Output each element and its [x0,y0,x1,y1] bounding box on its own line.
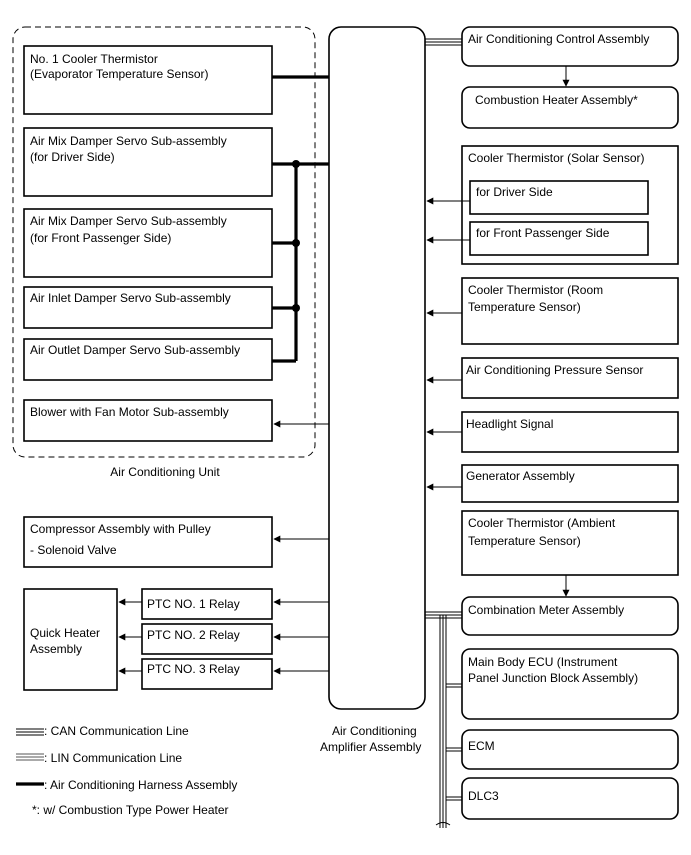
quick-heater-box: Quick Heater Assembly [23,588,118,691]
legend-can-swatch [16,728,44,736]
svg-text:ECM: ECM [468,739,495,753]
pressure-sensor-box: Air Conditioning Pressure Sensor [461,357,679,399]
legend-note: *: w/ Combustion Type Power Heater [32,803,229,817]
svg-text:Cooler Thermistor (Solar Senso: Cooler Thermistor (Solar Sensor) [468,151,645,165]
ac-control-box: Air Conditioning Control Assembly [461,26,679,67]
dlc3-box: DLC3 [461,777,679,820]
svg-text:(for Front Passenger Side): (for Front Passenger Side) [30,231,171,245]
legend-harness-label: : Air Conditioning Harness Assembly [44,778,237,792]
blower-box: Blower with Fan Motor Sub-assembly [23,399,273,442]
svg-text:Temperature Sensor): Temperature Sensor) [468,300,581,314]
headlight-box: Headlight Signal [461,411,679,453]
svg-text:Cooler Thermistor (Room: Cooler Thermistor (Room [468,283,603,297]
svg-text:Cooler Thermistor (Ambient: Cooler Thermistor (Ambient [468,516,616,530]
svg-text:Main Body ECU (Instrument: Main Body ECU (Instrument [468,655,618,669]
generator-box: Generator Assembly [461,464,679,503]
svg-text:PTC NO. 1 Relay: PTC NO. 1 Relay [147,597,240,611]
can-bus [425,611,462,828]
svg-text:Combination Meter Assembly: Combination Meter Assembly [468,603,624,617]
compressor-box: Compressor Assembly with Pulley - Soleno… [23,516,273,568]
no1-cooler-thermistor-box: No. 1 Cooler Thermistor (Evaporator Temp… [23,45,273,115]
svg-text:DLC3: DLC3 [468,789,499,803]
amplifier-box [328,26,426,710]
svg-text:(Evaporator Temperature Sensor: (Evaporator Temperature Sensor) [30,67,209,81]
svg-text:PTC NO. 3 Relay: PTC NO. 3 Relay [147,662,240,676]
legend-can-label: : CAN Communication Line [44,724,189,738]
svg-text:No. 1 Cooler Thermistor: No. 1 Cooler Thermistor [30,52,158,66]
ptc-relay-3-box: PTC NO. 3 Relay [141,658,273,690]
right-arrows [426,197,470,491]
svg-text:Blower with Fan Motor Sub-asse: Blower with Fan Motor Sub-assembly [30,405,229,419]
svg-text:Quick Heater: Quick Heater [30,626,100,640]
svg-text:Air Conditioning Pressure Sens: Air Conditioning Pressure Sensor [466,363,643,377]
legend-lin-swatch [16,753,44,761]
combination-meter-box: Combination Meter Assembly [461,596,679,636]
air-conditioning-unit-group [12,26,316,458]
svg-text:Air Outlet Damper Servo Sub-as: Air Outlet Damper Servo Sub-assembly [30,343,240,357]
svg-text:for Driver Side: for Driver Side [476,185,553,199]
air-inlet-damper-box: Air Inlet Damper Servo Sub-assembly [23,286,273,329]
svg-text:- Solenoid Valve: - Solenoid Valve [30,543,117,557]
harness-lines [272,75,329,363]
svg-text:PTC NO. 2 Relay: PTC NO. 2 Relay [147,628,240,642]
svg-text:Panel Junction Block Assembly): Panel Junction Block Assembly) [468,671,638,685]
solar-driver-box: for Driver Side [469,180,649,215]
lin-line [425,38,462,46]
svg-text:Headlight Signal: Headlight Signal [466,417,553,431]
svg-text:Assembly: Assembly [30,642,82,656]
air-mix-driver-box: Air Mix Damper Servo Sub-assembly (for D… [23,127,273,197]
legend: : CAN Communication Line : LIN Communica… [16,724,237,817]
combustion-heater-box: Combustion Heater Assembly* [461,86,679,129]
svg-text:Air Inlet Damper Servo Sub-ass: Air Inlet Damper Servo Sub-assembly [30,291,231,305]
svg-text:Combustion Heater Assembly*: Combustion Heater Assembly* [475,93,638,107]
amplifier-label-line1: Air Conditioning [332,724,417,738]
air-mix-passenger-box: Air Mix Damper Servo Sub-assembly (for F… [23,208,273,278]
room-temp-box: Cooler Thermistor (Room Temperature Sens… [461,277,679,345]
svg-text:Temperature Sensor): Temperature Sensor) [468,534,581,548]
svg-text:for Front Passenger Side: for Front Passenger Side [476,226,610,240]
main-body-ecu-box: Main Body ECU (Instrument Panel Junction… [461,648,679,720]
air-outlet-damper-box: Air Outlet Damper Servo Sub-assembly [23,338,273,381]
solar-passenger-box: for Front Passenger Side [469,221,649,256]
svg-text:Air Conditioning Control Assem: Air Conditioning Control Assembly [468,32,649,46]
svg-text:Air Mix Damper Servo Sub-assem: Air Mix Damper Servo Sub-assembly [30,134,227,148]
air-conditioning-unit-label: Air Conditioning Unit [110,465,220,479]
svg-text:(for Driver Side): (for Driver Side) [30,150,115,164]
amplifier-label-line2: Amplifier Assembly [320,740,421,754]
svg-text:Compressor Assembly with Pulle: Compressor Assembly with Pulley [30,522,211,536]
ptc-relay-1-box: PTC NO. 1 Relay [141,588,273,620]
ambient-temp-box: Cooler Thermistor (Ambient Temperature S… [461,510,679,576]
ecm-box: ECM [461,729,679,770]
ptc-relay-2-box: PTC NO. 2 Relay [141,623,273,655]
svg-text:Generator Assembly: Generator Assembly [466,469,575,483]
left-arrows [118,420,329,675]
svg-text:Air Mix Damper Servo Sub-assem: Air Mix Damper Servo Sub-assembly [30,214,227,228]
legend-lin-label: : LIN Communication Line [44,751,182,765]
